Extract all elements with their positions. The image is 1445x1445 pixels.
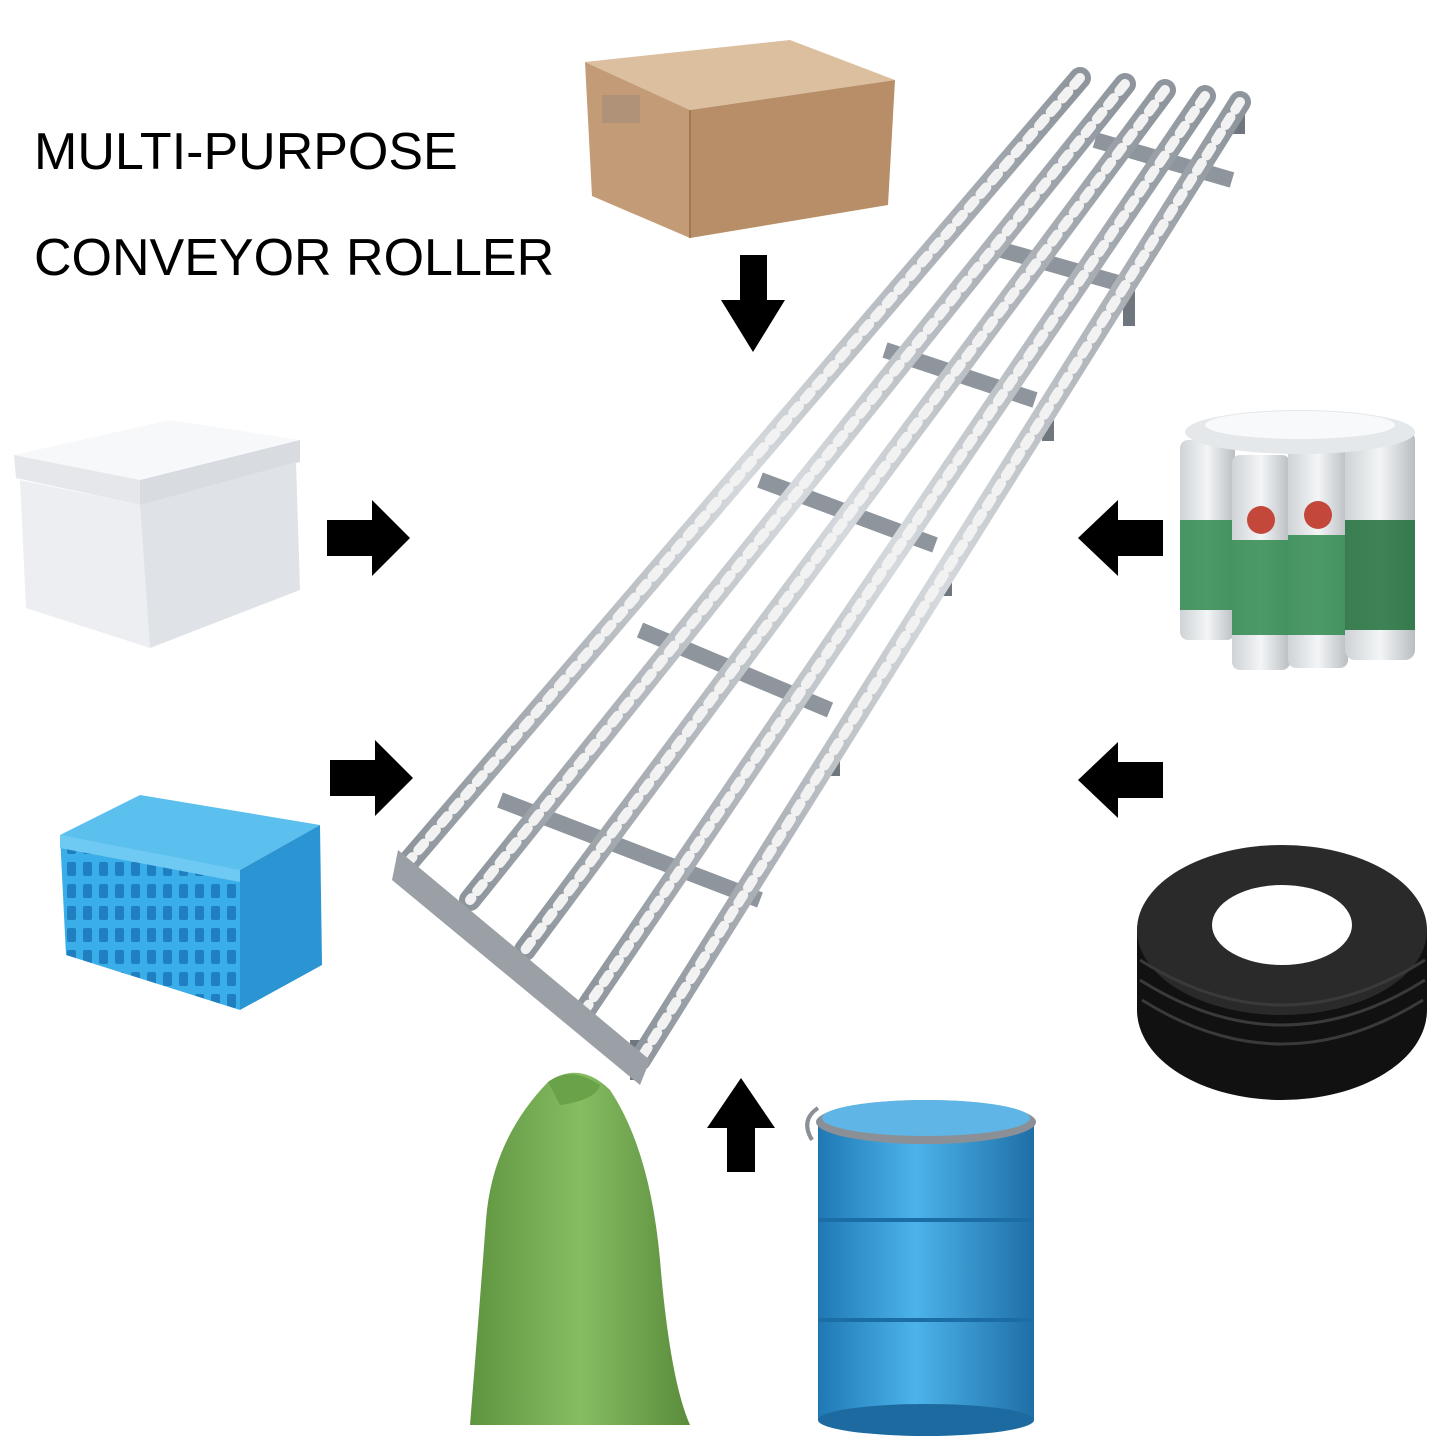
woven-bag-icon [470, 1072, 690, 1425]
headline-line-2: CONVEYOR ROLLER [34, 229, 555, 287]
foam-box-icon [14, 420, 300, 648]
arrow-right-icon [330, 740, 413, 816]
headline-line-1: MULTI-PURPOSE [34, 123, 458, 181]
cardboard-box-icon [585, 40, 895, 238]
arrow-down-icon [721, 255, 785, 352]
arrow-up-icon [707, 1078, 775, 1172]
plastic-crate-icon [60, 795, 322, 1010]
canned-drinks-pack-icon [1180, 410, 1415, 670]
plastic-drum-icon [805, 1100, 1036, 1436]
tire-icon [1137, 845, 1427, 1100]
arrow-left-icon [1078, 500, 1163, 576]
roller-conveyor-icon [392, 67, 1251, 1085]
arrow-left-icon [1078, 742, 1163, 818]
arrow-right-icon [327, 500, 410, 576]
